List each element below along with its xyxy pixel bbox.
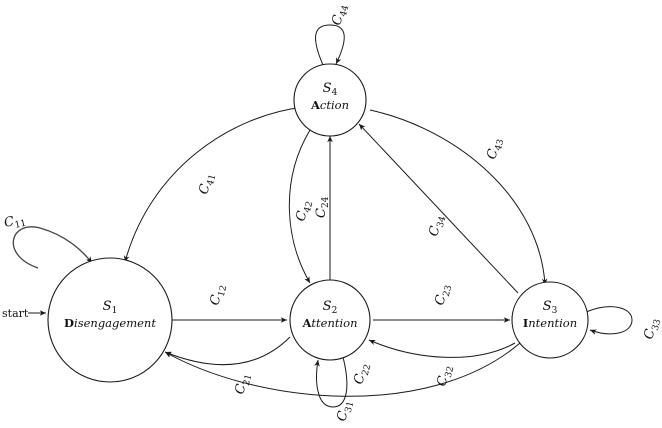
label-c22: C22 [351,361,373,386]
label-c11: C11 [3,212,27,233]
edge-c32 [368,339,516,358]
edge-c11 [12,226,93,269]
edge-c43 [369,109,548,286]
edge-c34 [358,123,519,294]
edge-c31 [164,342,521,397]
state-s1: S1 Disengagement [47,257,173,383]
state-s3: S3 Intention [511,281,589,359]
state-s4-name: S4 [323,81,338,98]
edge-c22-loop [314,356,348,408]
state-s2: S2 Attention [289,279,371,361]
label-c43: C43 [484,136,506,161]
state-s1-label: Disengagement [64,316,156,330]
label-c44: C44 [329,2,351,27]
start-label: start [2,307,29,320]
label-c32: C32 [434,363,456,388]
label-c24: C24 [314,196,331,218]
edge-c44 [315,24,345,66]
state-s1-name: S1 [103,299,118,316]
state-s2-label: Attention [301,316,357,330]
label-c33: C33 [641,316,662,341]
state-s4: S4 Action [293,63,367,137]
label-c42: C42 [293,198,315,223]
label-c12: C12 [207,282,229,307]
state-s3-name: S3 [543,299,558,316]
state-s2-name: S2 [323,299,338,316]
edge-c41 [123,106,306,263]
state-s3-label: Intention [523,316,577,330]
label-c21: C21 [232,371,254,396]
state-s4-label: Action [310,98,349,112]
label-c41: C41 [196,171,218,196]
label-c31: C31 [334,398,356,423]
label-c23: C23 [432,282,454,307]
edge-c33 [585,306,633,335]
edge-c42 [288,129,311,284]
label-c34: C34 [426,213,448,238]
edge-c21 [164,336,291,366]
